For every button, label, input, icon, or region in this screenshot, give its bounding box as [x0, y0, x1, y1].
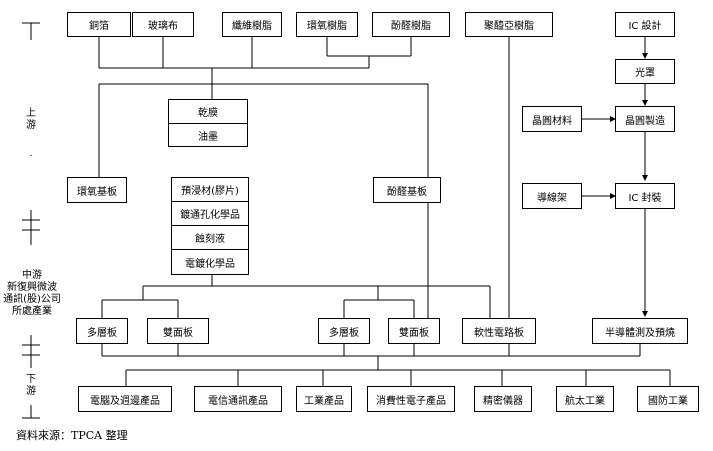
flexible-circuit-board: 軟性電路板: [462, 318, 536, 344]
material-epoxy-resin: 環氧樹脂: [296, 12, 358, 37]
semiconductor-test-box: 半導體測及預燒: [592, 318, 688, 344]
material-copper-foil: 銅箔: [67, 12, 131, 37]
app-precision-instruments: 精密儀器: [474, 386, 532, 412]
midstream-label: 中游 新復興微波 通訊(股)公司 所處產業: [3, 270, 61, 317]
pth-chemicals-cell: 鍍通孔化學品: [172, 202, 248, 226]
material-polyimide-resin: 聚醯亞樹脂: [465, 12, 553, 37]
app-consumer-electronics: 消費性電子產品: [367, 386, 455, 412]
downstream-label: 下 游: [26, 374, 36, 397]
process-chemicals-stack: 預浸材(膠片) 鍍通孔化學品 蝕刻液 電鍍化學品: [171, 177, 249, 275]
plating-chemicals-cell: 電鍍化學品: [185, 258, 235, 270]
dry-film-cell: 乾膜: [169, 100, 247, 124]
ink-cell: 油墨: [198, 132, 218, 143]
ic-design-box: IC 設計: [615, 12, 675, 37]
material-glass-cloth: 玻璃布: [132, 12, 194, 37]
photomask-box: 光罩: [615, 59, 675, 84]
prepreg-cell: 預浸材(膠片): [172, 178, 248, 202]
app-aerospace: 航太工業: [556, 386, 614, 412]
double-sided-board-left: 雙面板: [147, 318, 209, 344]
multilayer-board-right: 多層板: [318, 318, 370, 344]
wafer-material-box: 晶圓材料: [522, 106, 582, 132]
phenolic-substrate-box: 酚醛基板: [373, 177, 441, 203]
app-industrial: 工業產品: [296, 386, 352, 412]
double-sided-board-right: 雙面板: [388, 318, 440, 344]
source-note: 資料來源：TPCA 整理: [16, 429, 128, 442]
upstream-label: 上 游: [26, 108, 36, 131]
lead-frame-box: 導線架: [522, 183, 582, 209]
wafer-fab-box: 晶圓製造: [615, 106, 675, 132]
app-telecom: 電信通訊產品: [194, 386, 282, 412]
dry-film-ink-stack: 乾膜 油墨: [168, 99, 248, 147]
etchant-cell: 蝕刻液: [172, 226, 248, 250]
epoxy-substrate-box: 環氧基板: [67, 177, 127, 203]
multilayer-board-left: 多層板: [76, 318, 128, 344]
material-phenolic-resin: 酚醛樹脂: [372, 12, 450, 37]
material-fiber-resin: 纖維樹脂: [222, 12, 282, 37]
upstream-dot: .: [29, 148, 33, 159]
app-defense: 國防工業: [637, 386, 699, 412]
app-computers: 電腦及週邊產品: [78, 386, 172, 412]
ic-packaging-box: IC 封裝: [615, 183, 675, 209]
